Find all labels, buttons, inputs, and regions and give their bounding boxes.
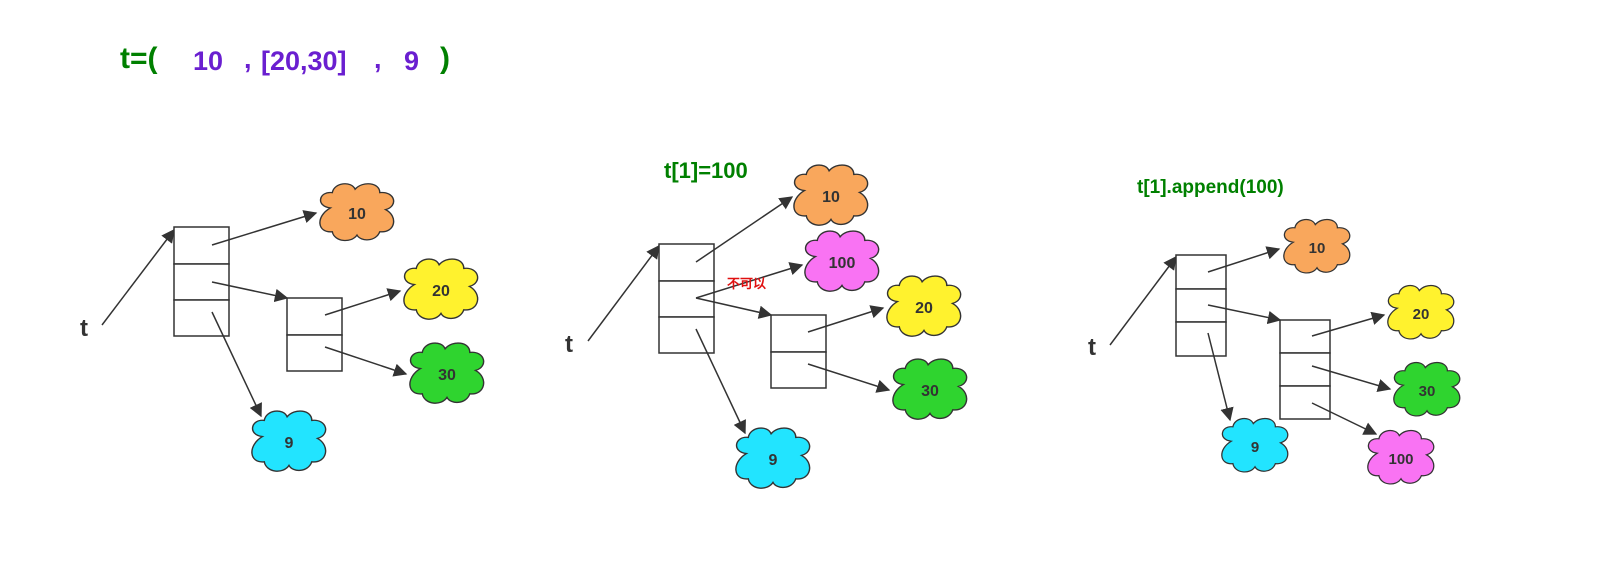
arrow-slot2-to-9 [695,328,746,435]
tuple-slot-2 [173,299,230,337]
list-box [770,314,827,389]
cloud-30-label: 30 [921,383,939,400]
arrow-list1-to-30 [324,346,408,377]
panel-3: t[1].append(100) t 10 20 30 9 100 [1088,177,1461,485]
cloud-10-label: 10 [1309,240,1326,257]
arrow-t-to-tuple [587,244,660,342]
tuple-slot-2 [1175,321,1227,357]
list-slot-1 [770,351,827,389]
list-box [1279,319,1331,420]
list-slot-2 [1279,385,1331,420]
cloud-20-label: 20 [915,300,933,317]
panel-2: t[1]=100 t 不可以 10 100 20 30 9 [565,158,968,489]
list-slot-0 [770,314,827,353]
arrow-list2-to-100 [1311,402,1378,435]
cloud-9-label: 9 [1251,439,1259,456]
arrow-list1-to-30 [1311,365,1392,393]
var-t-label: t [80,315,88,342]
cloud-10-label: 10 [348,206,366,223]
arrow-slot1-to-list [211,281,289,303]
list-slot-1 [286,334,343,372]
cloud-30-label: 30 [438,367,456,384]
arrow-list0-to-20 [324,288,402,316]
arrow-slot2-to-9 [1207,332,1234,422]
tuple-item-list: [20,30] [261,46,347,76]
arrow-list0-to-20 [1311,311,1386,337]
tuple-item-9: 9 [404,46,419,76]
tuple-sep-1: , [244,44,252,74]
var-t-label: t [565,331,573,358]
forbidden-label: 不可以 [727,277,766,292]
arrow-t-to-tuple [101,228,175,326]
tuple-suffix: ) [440,42,450,75]
tuple-slot-0 [1175,254,1227,290]
tuple-prefix: t=( [120,42,158,75]
tuple-sep-2: , [374,44,382,74]
tuple-slot-0 [173,226,230,265]
arrow-list1-to-30 [807,363,891,393]
cloud-9-label: 9 [769,452,778,469]
cloud-20-label: 20 [432,283,450,300]
arrow-slot0-to-10 [1207,246,1281,273]
tuple-slot-0 [658,243,715,282]
arrow-slot0-to-10 [695,196,794,263]
arrow-slot1-to-list [1207,304,1282,325]
arrow-slot2-to-9 [211,311,262,418]
tuple-slot-1 [1175,288,1227,323]
list-box [286,297,343,372]
arrow-list0-to-20 [807,305,885,333]
cloud-100-label: 100 [1388,451,1413,468]
tuple-box [1175,254,1227,357]
cloud-20-label: 20 [1413,306,1430,323]
tuple-slot-1 [173,263,230,301]
cloud-100-label: 100 [829,255,856,272]
arrow-slot1-to-100-forbidden [695,262,804,299]
tuple-box [658,243,715,354]
list-slot-0 [1279,319,1331,354]
cloud-30-label: 30 [1419,383,1436,400]
var-t-label: t [1088,334,1096,361]
tuple-box [173,226,230,337]
cloud-9-label: 9 [285,435,294,452]
list-slot-0 [286,297,343,336]
panel-3-title: t[1].append(100) [1137,177,1284,198]
tuple-item-10: 10 [193,46,223,76]
panel-2-title: t[1]=100 [664,158,748,183]
tuple-slot-1 [658,280,715,318]
arrow-slot1-to-list [695,297,773,319]
cloud-10-label: 10 [822,189,840,206]
arrow-t-to-tuple [1109,255,1177,346]
arrow-slot0-to-10 [211,210,318,246]
panel-1: t 10 20 30 9 [80,183,485,472]
tuple-slot-2 [658,316,715,354]
